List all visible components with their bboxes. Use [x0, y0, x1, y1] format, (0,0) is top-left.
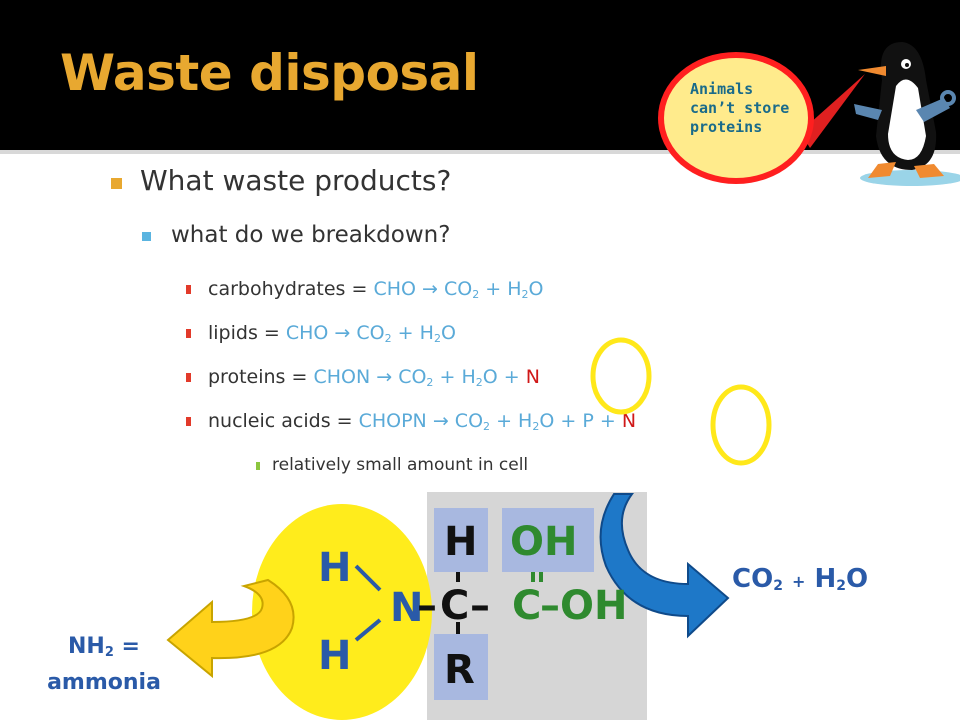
bullet-marker	[186, 417, 191, 426]
group-oh-top: OH	[510, 519, 578, 565]
h-top-box	[434, 508, 488, 572]
callout-bubble	[664, 58, 808, 178]
atom-h-amine-top: H	[318, 545, 352, 591]
bond-n-c: –	[417, 583, 437, 629]
slide-title: Waste disposal	[60, 44, 479, 102]
callout-illustration	[658, 42, 960, 186]
group-oh-right: –OH	[540, 583, 628, 629]
callout-text: Animals can’t store proteins	[690, 80, 789, 137]
bond-h-n-top	[354, 564, 382, 592]
bullet-marker	[186, 329, 191, 338]
amine-highlight	[252, 504, 432, 720]
oh-top-box	[502, 508, 594, 572]
bullet-question-2: what do we breakdown?	[171, 222, 451, 248]
bullet-question-1: What waste products?	[140, 164, 452, 197]
atom-c-alpha: C	[440, 583, 470, 629]
title-divider	[0, 150, 960, 154]
highlight-circle-protein-n	[590, 337, 652, 415]
atom-c-carboxyl: C	[512, 583, 542, 629]
atom-h-top: H	[444, 519, 478, 565]
small-amount-note: relatively small amount in cell	[272, 455, 529, 475]
carbohydrates-line: carbohydrates = CHO → CO2 + H2O	[208, 278, 544, 301]
bullet-marker	[142, 232, 151, 241]
r-group: R	[444, 647, 475, 693]
atom-n: N	[390, 585, 424, 631]
nucleic-acids-line: nucleic acids = CHOPN → CO2 + H2O + P + …	[208, 410, 637, 433]
ammonia-label: NH2 = ammonia	[47, 634, 161, 695]
callout-line-1: Animals	[690, 80, 754, 98]
bond-h-n-bottom	[354, 618, 382, 642]
highlight-circle-nucleic-n	[710, 384, 772, 466]
callout-line-3: proteins	[690, 118, 763, 136]
blue-arrow-icon	[599, 493, 730, 639]
yellow-arrow-icon	[166, 578, 295, 679]
callout-line-2: can’t store	[690, 99, 790, 117]
penguin-icon	[854, 42, 960, 186]
bullet-marker	[186, 373, 191, 382]
callout-pointer	[800, 74, 865, 148]
bullet-marker	[111, 178, 122, 189]
bond-c-c: –	[470, 583, 490, 629]
atom-h-amine-bottom: H	[318, 633, 352, 679]
bullet-marker	[186, 285, 191, 294]
proteins-line: proteins = CHON → CO2 + H2O + N	[208, 366, 540, 389]
bullet-marker	[256, 462, 260, 470]
lipids-line: lipids = CHO → CO2 + H2O	[208, 322, 456, 345]
r-group-box	[434, 634, 488, 700]
co2-h2o-label: CO2 + H2O	[732, 564, 869, 594]
